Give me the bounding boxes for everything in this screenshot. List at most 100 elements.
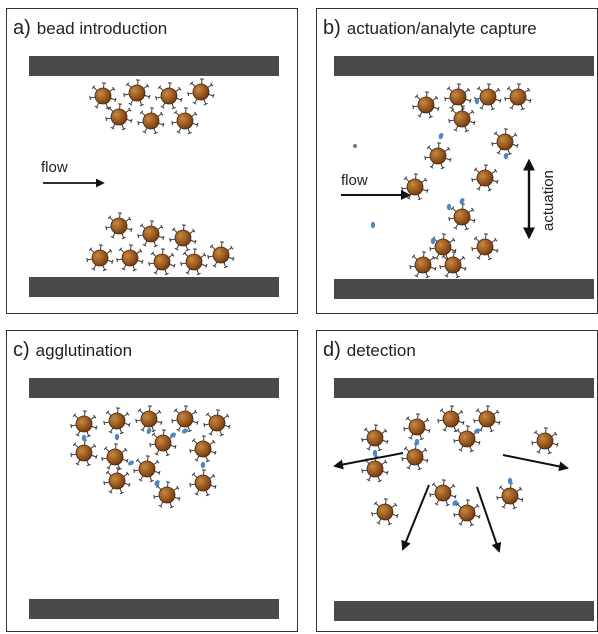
bead — [448, 105, 476, 133]
bead — [137, 107, 165, 135]
analyte — [114, 433, 120, 441]
channel-wall-bottom — [29, 599, 279, 619]
panel-a-letter: a) — [13, 17, 31, 39]
bead — [429, 479, 457, 507]
bead — [361, 424, 389, 452]
bead — [103, 467, 131, 495]
bead — [180, 248, 208, 276]
analyte — [438, 132, 444, 140]
analyte — [446, 203, 452, 211]
panel-d-letter: d) — [323, 339, 341, 361]
bead — [412, 91, 440, 119]
channel-wall-top — [29, 378, 279, 398]
bead — [471, 233, 499, 261]
bead — [105, 103, 133, 131]
bead — [189, 469, 217, 497]
bead — [189, 435, 217, 463]
bead — [531, 427, 559, 455]
arrow — [401, 484, 430, 551]
arrow — [333, 452, 404, 470]
bead — [101, 443, 129, 471]
arrow — [476, 486, 502, 553]
bead — [496, 482, 524, 510]
analyte — [370, 221, 376, 229]
analyte — [182, 428, 188, 434]
arrow — [502, 454, 569, 472]
panel-a-label: a) bead introduction — [13, 17, 167, 40]
bead — [429, 233, 457, 261]
analyte — [503, 152, 509, 160]
panel-b-label: b) actuation/analyte capture — [323, 17, 537, 40]
channel-wall-bottom — [334, 601, 594, 621]
actuation-label: actuation — [540, 170, 557, 231]
bead — [149, 429, 177, 457]
bead — [70, 410, 98, 438]
bead — [171, 107, 199, 135]
analyte — [154, 480, 160, 486]
bead — [155, 82, 183, 110]
panel-d: d) detection — [316, 330, 598, 632]
bead — [409, 251, 437, 279]
bead — [169, 224, 197, 252]
bead — [453, 499, 481, 527]
bead — [105, 212, 133, 240]
panel-c-letter: c) — [13, 339, 30, 361]
bead — [203, 409, 231, 437]
bead — [171, 405, 199, 433]
panel-b-letter: b) — [323, 17, 341, 39]
bead — [70, 439, 98, 467]
bead — [371, 498, 399, 526]
bead — [86, 244, 114, 272]
bead — [473, 405, 501, 433]
channel-wall-top — [29, 56, 279, 76]
bead — [207, 241, 235, 269]
bead — [153, 481, 181, 509]
analyte — [474, 428, 480, 434]
analyte — [452, 500, 458, 506]
bead — [504, 83, 532, 111]
bead — [123, 79, 151, 107]
panel-d-title: detection — [346, 341, 416, 360]
panel-d-label: d) detection — [323, 339, 416, 362]
analyte — [430, 237, 436, 245]
analyte — [372, 449, 378, 457]
bead — [453, 425, 481, 453]
analyte — [81, 434, 87, 442]
channel-wall-top — [334, 56, 594, 76]
analyte — [146, 427, 152, 435]
particle — [353, 144, 357, 148]
bead — [103, 407, 131, 435]
channel-wall-top — [334, 378, 594, 398]
panel-a: a) bead introduction flow — [6, 8, 298, 314]
bead — [133, 455, 161, 483]
flow-label: flow — [41, 159, 68, 176]
panel-c-label: c)agglutination — [13, 339, 132, 362]
scene-b: flow actuation — [341, 83, 557, 279]
bead — [401, 173, 429, 201]
bead — [187, 78, 215, 106]
panel-b-title: actuation/analyte capture — [346, 19, 537, 38]
channel-wall-bottom — [29, 277, 279, 297]
scene-d — [333, 405, 569, 553]
bead — [444, 83, 472, 111]
analyte — [414, 438, 420, 446]
analyte — [507, 477, 513, 485]
panel-a-title: bead introduction — [36, 19, 168, 38]
bead — [474, 83, 502, 111]
bead — [116, 244, 144, 272]
flow-label: flow — [341, 172, 368, 189]
scene-a: flow — [41, 78, 235, 276]
channel-wall-bottom — [334, 279, 594, 299]
bead — [137, 220, 165, 248]
bead — [439, 251, 467, 279]
analyte — [128, 460, 134, 466]
analyte — [459, 198, 465, 204]
panel-b: b) actuation/analyte capture flow actuati… — [316, 8, 598, 314]
panel-c: c)agglutination — [6, 330, 298, 632]
bead — [135, 405, 163, 433]
bead — [471, 164, 499, 192]
bead — [437, 405, 465, 433]
analyte — [200, 461, 206, 469]
bead — [424, 142, 452, 170]
scene-c — [70, 405, 231, 509]
